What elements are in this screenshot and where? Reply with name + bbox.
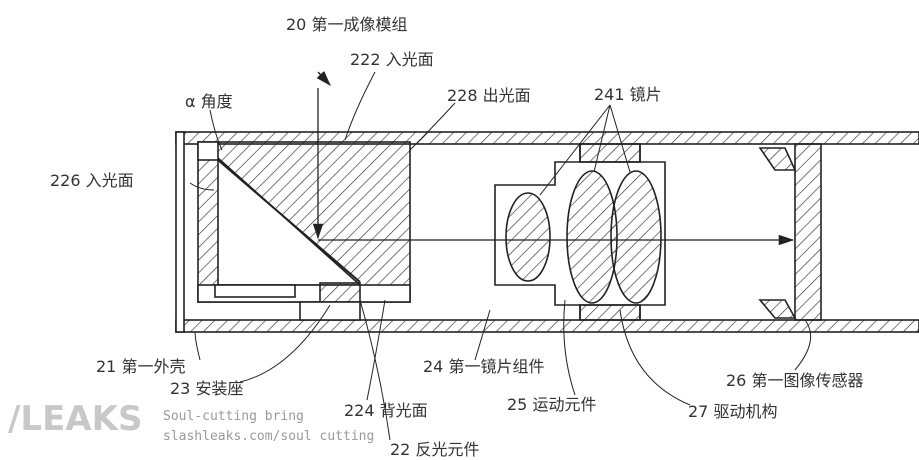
watermark: /LEAKS Soul-cutting bring slashleaks.com… bbox=[8, 399, 374, 444]
watermark-logo: /LEAKS bbox=[8, 399, 142, 439]
label-lens-group-24: 24 第一镜片组件 bbox=[423, 357, 544, 376]
watermark-line2: slashleaks.com/soul cutting bbox=[163, 429, 374, 444]
label-out-face-228: 228 出光面 bbox=[447, 86, 531, 105]
optical-path bbox=[312, 70, 795, 246]
lens-241-c bbox=[610, 170, 662, 304]
label-mount-23: 23 安装座 bbox=[170, 379, 243, 398]
label-angle: α 角度 bbox=[185, 92, 233, 111]
label-reflector-22: 22 反光元件 bbox=[390, 440, 479, 459]
label-in-face-226: 226 入光面 bbox=[50, 171, 134, 190]
label-lens-241: 241 镜片 bbox=[594, 85, 662, 104]
label-drive-27: 27 驱动机构 bbox=[688, 402, 777, 421]
housing-21 bbox=[175, 131, 919, 333]
watermark-line1: Soul-cutting bring bbox=[163, 409, 304, 424]
image-sensor-26 bbox=[758, 143, 822, 321]
label-sensor-26: 26 第一图像传感器 bbox=[726, 371, 863, 390]
lens-241-b bbox=[566, 170, 618, 304]
label-moving-25: 25 运动元件 bbox=[507, 395, 596, 414]
leader-lines bbox=[189, 71, 812, 441]
label-in-face-222: 222 入光面 bbox=[350, 50, 434, 69]
label-back-face-224: 224 背光面 bbox=[344, 401, 428, 420]
reflector-22 bbox=[197, 141, 411, 321]
lens-group-24 bbox=[494, 143, 666, 321]
label-module-20: 20 第一成像模组 bbox=[286, 15, 407, 34]
lens-241-a bbox=[505, 192, 551, 282]
label-housing-21: 21 第一外壳 bbox=[96, 357, 185, 376]
